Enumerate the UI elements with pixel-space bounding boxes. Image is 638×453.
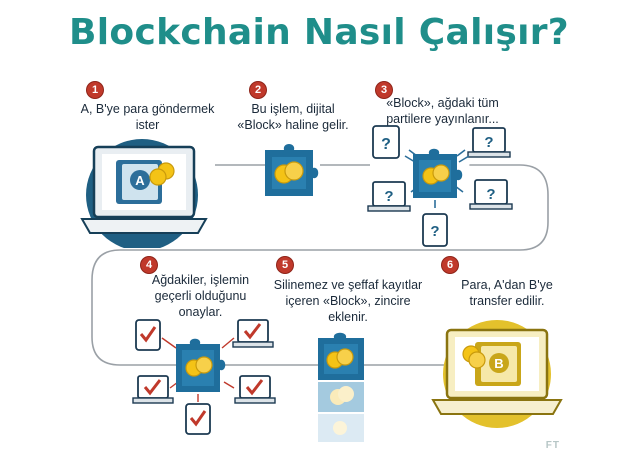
step-3-badge: 3	[376, 82, 392, 98]
step-2-scene	[265, 144, 319, 196]
question-icon: ?	[484, 134, 493, 151]
step-3-text: «Block», ağdaki tüm partilere yayınlanır…	[386, 96, 499, 126]
wallet-icon: A	[116, 160, 162, 204]
tablet-icon	[185, 403, 211, 435]
step-4-text: Ağdakiler, işlemin geçerli olduğunu onay…	[151, 273, 250, 319]
coin-icon	[185, 356, 213, 377]
step-3-scene: ? ? ? ? ?	[367, 125, 513, 247]
coin-icon	[149, 162, 175, 186]
step-2-text: Bu işlem, dijital «Block» haline gelir.	[237, 102, 349, 132]
step-5-badge: 5	[277, 257, 293, 273]
checkmark-icon	[139, 326, 157, 343]
question-icon: ?	[430, 223, 439, 240]
step-2-badge: 2	[250, 82, 266, 98]
step-1-badge: 1	[87, 82, 103, 98]
step-4-scene	[132, 319, 276, 435]
page-title: Blockchain Nasıl Çalışır?	[69, 12, 569, 53]
tablet-icon: ?	[372, 125, 400, 159]
step-1-text: A, B'ye para göndermek ister	[80, 102, 215, 132]
step-6-badge: 6	[442, 257, 458, 273]
checkmark-icon	[189, 410, 207, 427]
laptop-icon	[132, 375, 174, 404]
question-icon: ?	[384, 188, 393, 205]
laptop-icon: ?	[467, 127, 511, 158]
question-icon: ?	[486, 186, 495, 203]
puzzle-block-icon	[318, 382, 364, 412]
question-icon: ?	[381, 136, 391, 153]
step-6-text: Para, A'dan B'ye transfer edilir.	[461, 278, 553, 308]
checkmark-icon	[243, 323, 262, 340]
coin-icon	[462, 345, 486, 369]
puzzle-block-icon	[318, 332, 364, 380]
checkmark-icon	[245, 379, 264, 396]
coin-icon	[422, 164, 450, 185]
watermark: FT	[545, 440, 560, 451]
step-4-badge: 4	[141, 257, 157, 273]
checkmark-icon	[143, 379, 162, 396]
coin-icon	[274, 161, 304, 184]
wallet-icon: B	[475, 342, 521, 386]
laptop-icon: ?	[367, 181, 411, 212]
tablet-icon: ?	[422, 213, 448, 247]
step-5-scene	[318, 332, 364, 442]
laptop-icon: ?	[469, 179, 513, 210]
laptop-icon	[232, 319, 274, 348]
puzzle-block-icon	[318, 414, 364, 442]
sender-label: A	[135, 173, 145, 188]
step-6-scene: B	[431, 320, 563, 428]
step-1-scene: A	[80, 139, 208, 248]
laptop-icon	[234, 375, 276, 404]
step-5-text: Silinemez ve şeffaf kayıtlar içeren «Blo…	[273, 278, 423, 324]
tablet-icon	[135, 319, 161, 351]
receiver-label: B	[494, 356, 503, 371]
coin-icon	[336, 348, 354, 366]
